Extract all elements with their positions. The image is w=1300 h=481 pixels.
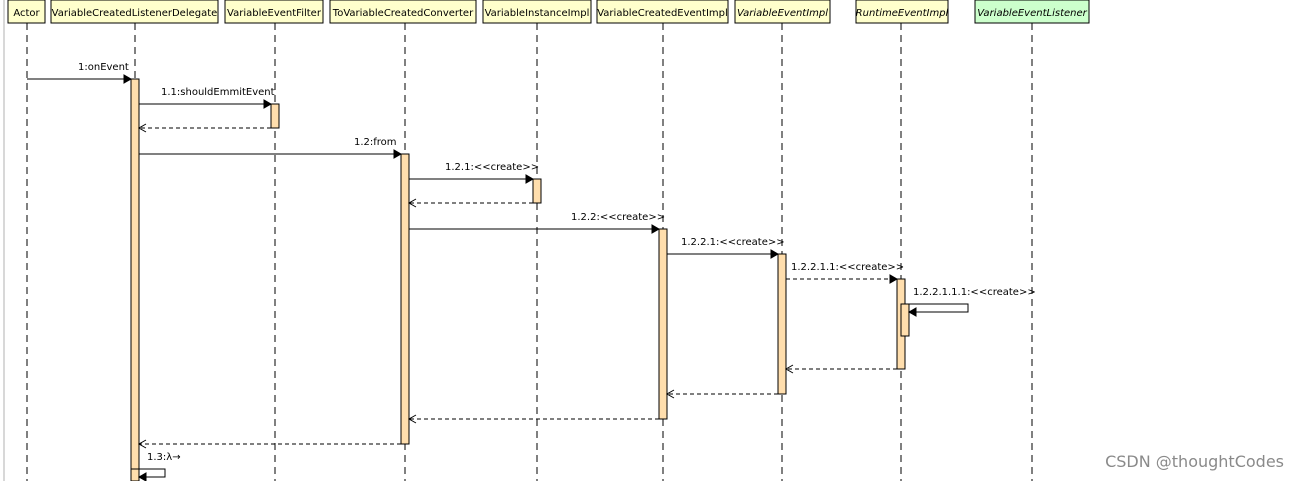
message-call[interactable]: 1:onEvent [27, 62, 131, 80]
arrow-head [907, 307, 917, 317]
message-label: 1.2:from [354, 137, 397, 148]
message-call[interactable]: 1.2.2.1.1:<<create>> [786, 262, 904, 280]
participant-name: VariableInstanceImpl [485, 8, 590, 19]
message-call[interactable]: 1.2.2.1.1.1:<<create>> [909, 287, 1036, 313]
activation-bar [900, 303, 910, 337]
arrow-head [123, 74, 133, 84]
participant-listener[interactable]: VariableEventListener [974, 0, 1090, 481]
participant-filter[interactable]: VariableEventFilter [224, 0, 324, 481]
activation-bar [400, 153, 410, 445]
message-label: 1.3:λ→ [147, 452, 181, 463]
message-call[interactable]: 1.1:shouldEmmitEvent [139, 87, 275, 105]
message-call[interactable]: 1.2:from [139, 137, 401, 155]
arrow-head [137, 439, 147, 449]
arrow-head [770, 249, 780, 259]
arrow-head [137, 123, 147, 133]
message-call[interactable]: 1.2.2:<<create>> [409, 212, 665, 230]
activation-bar [777, 253, 787, 395]
participant-name: VariableCreatedListenerDelegate [52, 8, 218, 19]
activation-bar [130, 78, 140, 475]
message-label: 1.2.2.1:<<create>> [681, 237, 785, 248]
participant-header [7, 0, 46, 24]
participant-header [50, 0, 219, 24]
participant-header [224, 0, 324, 24]
arrow-head [393, 149, 403, 159]
arrow-head [407, 414, 417, 424]
participant-header [734, 0, 831, 24]
self-message-line [139, 468, 166, 478]
watermark: CSDN @thoughtCodes [1105, 452, 1284, 471]
participant-eventImpl[interactable]: VariableEventImpl [734, 0, 831, 481]
arrow-head [784, 364, 794, 374]
message-call[interactable]: 1.2.1:<<create>> [409, 162, 539, 180]
activation-bar [130, 468, 140, 481]
message-label: 1.2.1:<<create>> [445, 162, 539, 173]
participant-header [482, 0, 592, 24]
message-call[interactable]: 1.2.2.1:<<create>> [667, 237, 785, 255]
arrow-head [525, 174, 535, 184]
participant-name: RuntimeEventImpl [856, 8, 949, 19]
arrow-head [889, 274, 899, 284]
message-call[interactable]: 1.3:λ→ [139, 452, 181, 478]
arrow-head [665, 389, 675, 399]
participant-name: VariableEventImpl [737, 8, 828, 19]
activation-bar [270, 103, 280, 129]
participant-instance[interactable]: VariableInstanceImpl [482, 0, 592, 481]
participant-header [596, 0, 729, 24]
participant-name: Actor [13, 8, 40, 19]
self-message-line [909, 303, 969, 313]
message-label: 1.2.2.1.1:<<create>> [791, 262, 904, 273]
participant-name: VariableEventListener [977, 8, 1087, 19]
message-label: 1.2.2.1.1.1:<<create>> [913, 287, 1036, 298]
participant-actor[interactable]: Actor [7, 0, 46, 481]
arrow-head [651, 224, 661, 234]
participant-name: VariableCreatedEventImpl [597, 8, 728, 19]
arrow-head [137, 472, 147, 481]
participant-name: VariableEventFilter [227, 8, 322, 19]
participant-header [329, 0, 477, 24]
participant-name: ToVariableCreatedConverter [332, 8, 474, 19]
arrow-head [263, 99, 273, 109]
activation-bar [658, 228, 668, 420]
arrow-head [407, 198, 417, 208]
participant-runtime[interactable]: RuntimeEventImpl [855, 0, 949, 481]
participant-header [855, 0, 949, 24]
activation-bar [532, 178, 542, 204]
message-label: 1.1:shouldEmmitEvent [161, 87, 275, 98]
message-label: 1:onEvent [78, 62, 129, 73]
message-label: 1.2.2:<<create>> [571, 212, 665, 223]
participant-header [974, 0, 1090, 24]
